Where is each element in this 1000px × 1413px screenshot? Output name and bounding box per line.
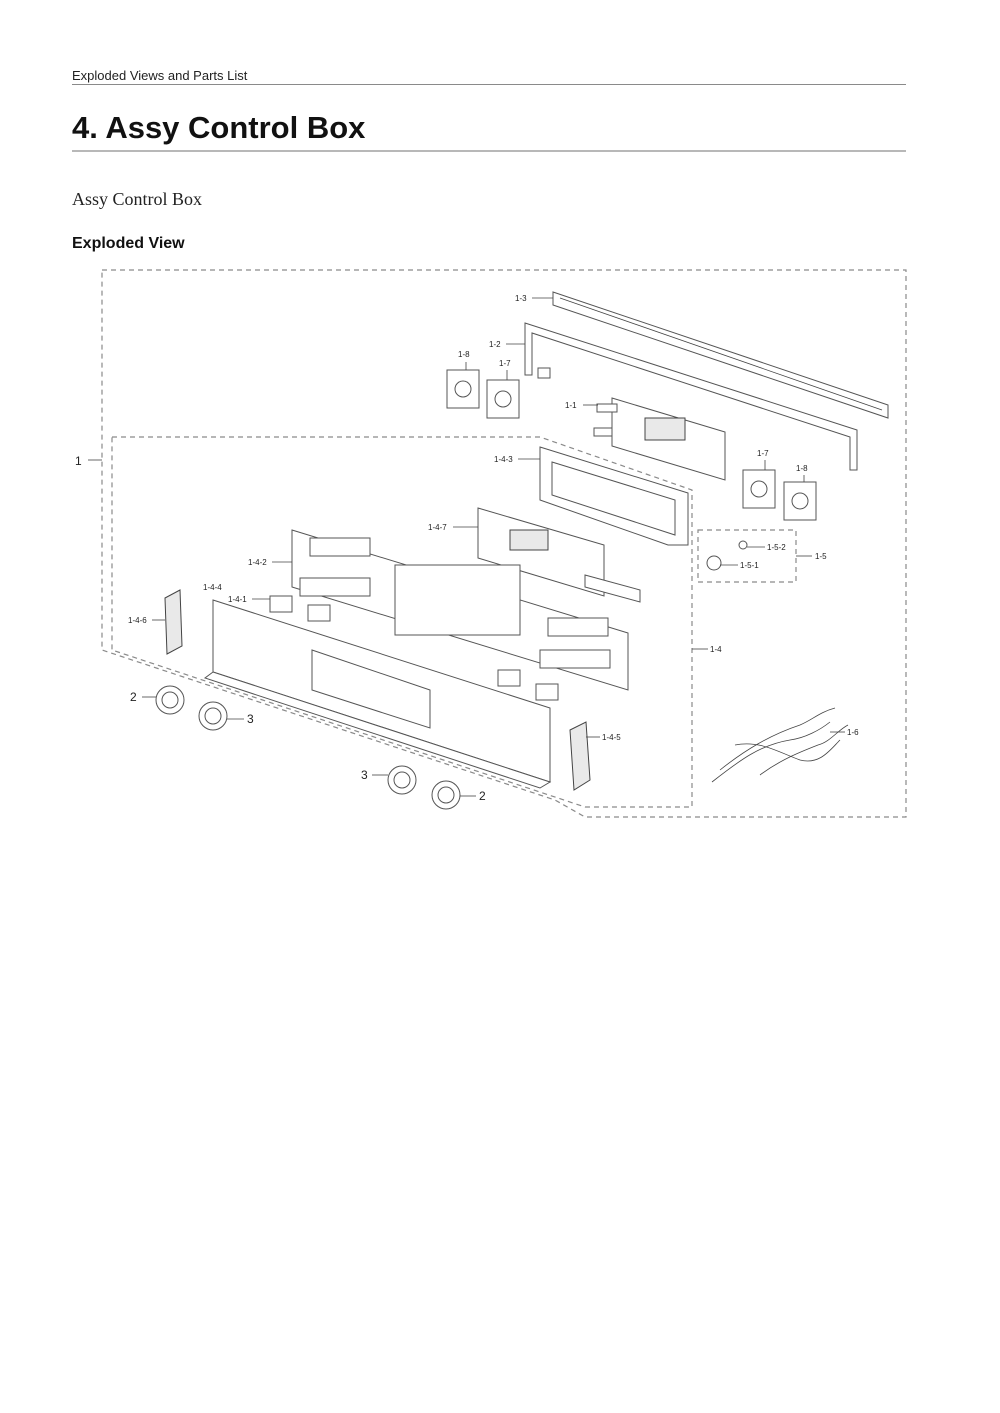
callout-1-4-6: 1-4-6 bbox=[128, 616, 147, 625]
part-1-4-5-right-endcap bbox=[569, 721, 591, 791]
page-title: 4. Assy Control Box bbox=[72, 110, 366, 145]
callout-1-5: 1-5 bbox=[815, 552, 827, 561]
callout-1-3: 1-3 bbox=[515, 294, 527, 303]
part-2-knob-right bbox=[431, 780, 461, 810]
part-1-4-3-window-frame bbox=[539, 446, 689, 546]
part-2-knob-left bbox=[155, 685, 185, 715]
callout-1-4: 1-4 bbox=[710, 645, 722, 654]
callout-1-6: 1-6 bbox=[847, 728, 859, 737]
callout-1-2: 1-2 bbox=[489, 340, 501, 349]
callout-3-right: 3 bbox=[361, 768, 368, 782]
part-1-2-bracket bbox=[524, 322, 858, 471]
part-1-8-switch-upper bbox=[446, 369, 480, 409]
part-1-7-switch-lower bbox=[742, 469, 776, 509]
part-1-3-rail bbox=[552, 291, 889, 419]
part-1-6-wire-harness bbox=[711, 707, 849, 783]
part-1-7-switch-upper bbox=[486, 379, 520, 419]
callout-1-8-lower: 1-8 bbox=[796, 464, 808, 473]
part-3-knob-left bbox=[198, 701, 228, 731]
part-1-4-2-inner-panel bbox=[291, 529, 629, 691]
assembly-1-5-boundary bbox=[697, 529, 797, 583]
callout-2-right: 2 bbox=[479, 789, 486, 803]
assembly-1-boundary bbox=[101, 269, 907, 818]
callout-1-5-1: 1-5-1 bbox=[740, 561, 759, 570]
callout-1-5-2: 1-5-2 bbox=[767, 543, 786, 552]
callout-1-4-2: 1-4-2 bbox=[248, 558, 267, 567]
part-1-5-2-screw bbox=[738, 540, 748, 550]
header-rule bbox=[72, 84, 906, 85]
assembly-1-4-boundary bbox=[111, 436, 693, 808]
callout-2-left: 2 bbox=[130, 690, 137, 704]
part-1-4-7-display-window bbox=[477, 507, 641, 603]
part-3-knob-right bbox=[387, 765, 417, 795]
subtitle: Assy Control Box bbox=[72, 189, 203, 209]
callout-1-4-7: 1-4-7 bbox=[428, 523, 447, 532]
callout-1-4-4: 1-4-4 bbox=[203, 583, 222, 592]
part-1-4-6-left-endcap bbox=[164, 589, 183, 655]
callout-1-4-1: 1-4-1 bbox=[228, 595, 247, 604]
part-1-8-switch-lower bbox=[783, 481, 817, 521]
callout-1-4-5: 1-4-5 bbox=[602, 733, 621, 742]
callout-1-8-upper: 1-8 bbox=[458, 350, 470, 359]
section-heading: Exploded View bbox=[72, 235, 185, 252]
part-1-4-1-encoders bbox=[269, 595, 559, 701]
title-rule bbox=[72, 150, 906, 152]
part-1-1-control-module bbox=[593, 397, 726, 481]
running-head: Exploded Views and Parts List bbox=[72, 68, 248, 83]
callout-1-4-3: 1-4-3 bbox=[494, 455, 513, 464]
callout-1-1: 1-1 bbox=[565, 401, 577, 410]
part-1-5-1-nut bbox=[706, 555, 722, 571]
callout-1: 1 bbox=[75, 454, 82, 468]
leader-lines bbox=[88, 297, 845, 797]
callout-1-7-upper: 1-7 bbox=[499, 359, 511, 368]
callout-3-left: 3 bbox=[247, 712, 254, 726]
callout-1-7-lower: 1-7 bbox=[757, 449, 769, 458]
part-1-4-4-front-panel bbox=[203, 599, 552, 789]
